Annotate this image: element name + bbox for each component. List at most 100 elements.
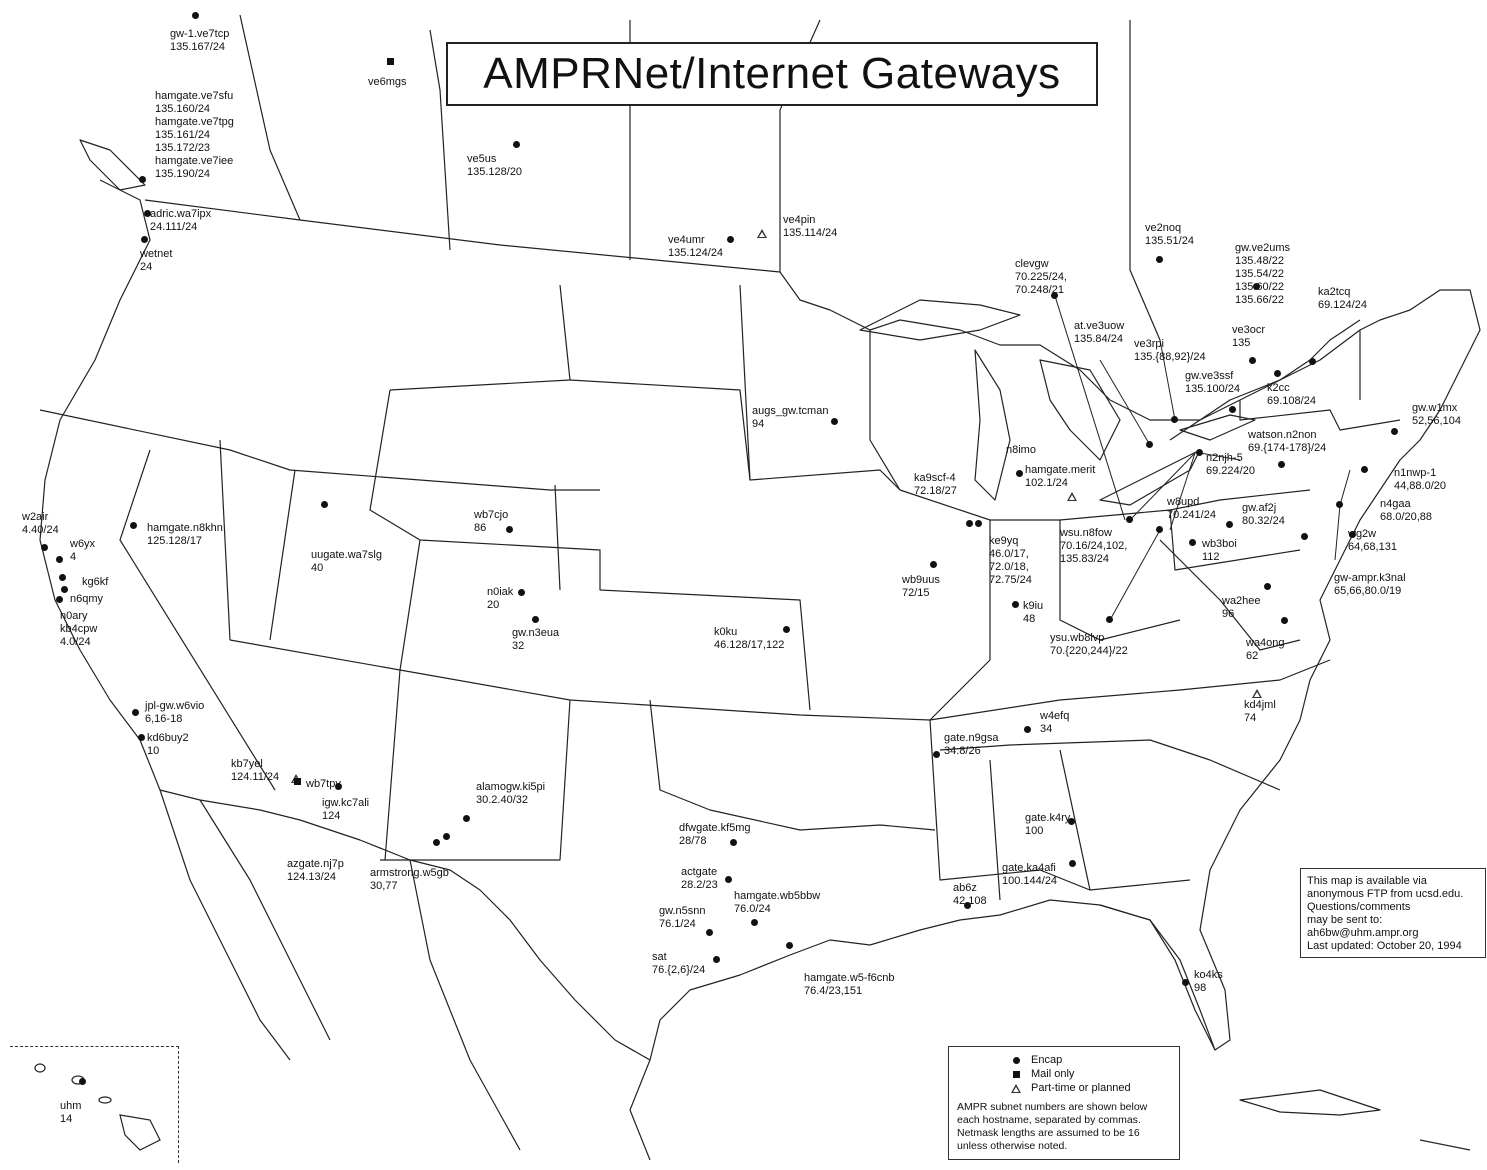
encap-dot-icon	[321, 501, 328, 508]
encap-dot-icon	[1016, 470, 1023, 477]
encap-dot-icon	[1196, 449, 1203, 456]
planned-triangle-icon	[1252, 689, 1262, 698]
encap-dot-icon	[1146, 441, 1153, 448]
encap-dot-icon	[1009, 1056, 1023, 1064]
baja	[159, 789, 291, 1061]
encap-dot-icon	[1106, 616, 1113, 623]
gateway-label: gw-1.ve7tcp 135.167/24	[170, 28, 230, 53]
encap-dot-icon	[1182, 979, 1189, 986]
gateway-label: n0ary kb4cpw 4.0/24	[60, 610, 98, 648]
gateway-label: n6qmy	[70, 593, 104, 605]
mail-square-icon	[387, 58, 394, 65]
encap-dot-icon	[1349, 531, 1356, 538]
info-box: This map is available via anonymous FTP …	[1300, 868, 1486, 958]
gateway-label: wg2w 64,68,131	[1348, 528, 1397, 553]
encap-dot-icon	[1274, 370, 1281, 377]
gateway-label: gw.w1mx 52,56,104	[1412, 402, 1461, 427]
encap-dot-icon	[831, 418, 838, 425]
gateway-label: clevgw 70.225/24, 70.248/21	[1015, 258, 1067, 296]
mail-square-icon	[1009, 1070, 1023, 1078]
encap-dot-icon	[1281, 617, 1288, 624]
gateway-label: uugate.wa7slg 40	[311, 549, 382, 574]
planned-triangle-icon	[1009, 1083, 1023, 1093]
encap-dot-icon	[1361, 466, 1368, 473]
encap-dot-icon	[933, 751, 940, 758]
lake-erie	[1099, 449, 1201, 506]
gateway-label: wetnet 24	[140, 248, 173, 273]
legend-mail-label: Mail only	[1031, 1068, 1075, 1080]
gateway-label: hamgate.ve7sfu 135.160/24 hamgate.ve7tpg…	[155, 90, 234, 180]
encap-dot-icon	[706, 929, 713, 936]
encap-dot-icon	[139, 176, 146, 183]
encap-dot-icon	[964, 902, 971, 909]
gateway-label: gw.ve3ssf 135.100/24	[1185, 370, 1241, 395]
encap-dot-icon	[1309, 358, 1316, 365]
gateway-label: kd4jml 74	[1244, 699, 1276, 724]
encap-dot-icon	[433, 839, 440, 846]
gateway-label: at.ve3uow 135.84/24	[1074, 320, 1125, 345]
gateway-label: k0ku 46.128/17,122	[714, 626, 785, 651]
encap-dot-icon	[966, 520, 973, 527]
legend-note-line: Netmask lengths are assumed to be 16	[957, 1127, 1140, 1139]
gateway-label: wa4ong 62	[1246, 637, 1285, 662]
encap-dot-icon	[141, 236, 148, 243]
gateway-label: hamgate.merit 102.1/24	[1025, 464, 1096, 489]
gateway-label: igw.kc7ali 124	[322, 797, 370, 822]
encap-dot-icon	[1012, 601, 1019, 608]
gateway-label: armstrong.w5gb 30,77	[370, 867, 449, 892]
encap-dot-icon	[1069, 860, 1076, 867]
encap-dot-icon	[1051, 292, 1058, 299]
encap-dot-icon	[79, 1078, 86, 1085]
info-line: Last updated: October 20, 1994	[1307, 940, 1462, 952]
gateway-label: ab6z 42,108	[953, 882, 987, 907]
legend-planned: Part-time or planned	[1009, 1081, 1171, 1095]
encap-dot-icon	[56, 556, 63, 563]
encap-dot-icon	[783, 626, 790, 633]
gateway-label: k9iu 48	[1023, 600, 1044, 625]
encap-dot-icon	[1229, 406, 1236, 413]
map-title: AMPRNet/Internet Gateways	[446, 42, 1098, 106]
encap-dot-icon	[1264, 583, 1271, 590]
encap-dot-icon	[1068, 818, 1075, 825]
info-line: ah6bw@uhm.ampr.org	[1307, 927, 1419, 939]
gateway-label: ve3ocr 135	[1232, 324, 1266, 349]
gateway-label: adric.wa7ipx 24.111/24	[150, 208, 212, 233]
encap-dot-icon	[751, 919, 758, 926]
florida	[1099, 904, 1216, 1051]
encap-dot-icon	[786, 942, 793, 949]
gateway-label: gate.k4ry 100	[1025, 812, 1071, 837]
us-coastline	[39, 179, 1481, 1061]
gateway-label: w2air 4.40/24	[22, 511, 59, 536]
encap-dot-icon	[144, 210, 151, 217]
encap-dot-icon	[463, 815, 470, 822]
gateway-label: wsu.n8fow 70.16/24,102, 135.83/24	[1060, 527, 1128, 565]
gateway-label: ke9yq 46.0/17, 72.0/18, 72.75/24	[989, 535, 1032, 586]
gateway-label: hamgate.w5-f6cnb 76.4/23,151	[804, 972, 895, 997]
encap-dot-icon	[725, 876, 732, 883]
gateway-label: n2njh-5 69.224/20	[1206, 452, 1255, 477]
gateway-label: wb9uus 72/15	[902, 574, 940, 599]
legend-note: AMPR subnet numbers are shown below each…	[957, 1101, 1171, 1153]
encap-dot-icon	[713, 956, 720, 963]
legend-note-line: each hostname, separated by commas.	[957, 1114, 1141, 1126]
gateway-label: ve3rpi 135.{88,92}/24	[1134, 338, 1206, 363]
gateway-label: wb7tpy	[306, 778, 341, 790]
legend: Encap Mail only Part-time or planned AMP…	[948, 1046, 1180, 1160]
encap-dot-icon	[1156, 526, 1163, 533]
gateway-label: hamgate.wb5bbw 76.0/24	[734, 890, 821, 915]
encap-dot-icon	[335, 783, 342, 790]
gateway-label: n1nwp-1 44,88.0/20	[1394, 467, 1446, 492]
lake-huron	[1039, 359, 1121, 461]
encap-dot-icon	[138, 734, 145, 741]
encap-dot-icon	[513, 141, 520, 148]
gateway-label: hamgate.n8khn 125.128/17	[147, 522, 223, 547]
gateway-label: w8upd 70.241/24	[1167, 496, 1216, 521]
encap-dot-icon	[56, 596, 63, 603]
gateway-label: wb7cjo 86	[474, 509, 509, 534]
encap-dot-icon	[59, 574, 66, 581]
gateway-label: n4gaa 68.0/20,88	[1380, 498, 1432, 523]
gateway-label: ve4umr 135.124/24	[668, 234, 724, 259]
encap-dot-icon	[518, 589, 525, 596]
hawaii-inset	[10, 1046, 179, 1163]
